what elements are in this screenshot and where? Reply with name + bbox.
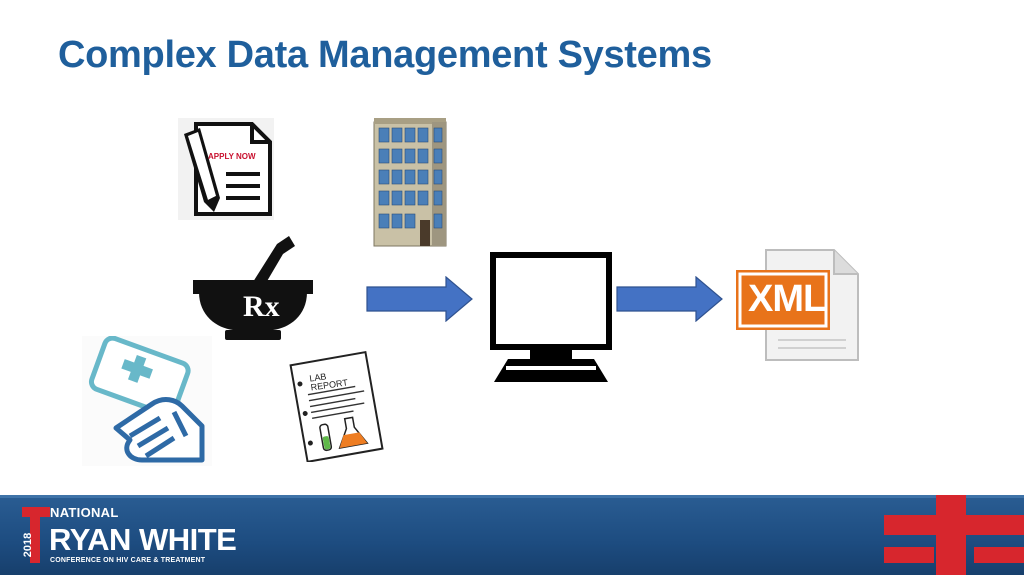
lab-report-icon: LAB REPORT [286, 348, 388, 463]
slide-title: Complex Data Management Systems [58, 34, 712, 76]
rx-label: Rx [243, 290, 280, 323]
corner-cross-icon [884, 495, 1024, 575]
arrow-right-icon [366, 275, 474, 323]
footer-stripe [0, 495, 1024, 498]
computer-monitor-icon [490, 252, 612, 384]
application-form-icon: APPLY NOW [178, 118, 274, 220]
logo-year: 2018 [22, 532, 34, 558]
building-icon [372, 116, 450, 248]
logo-subtitle: CONFERENCE ON HIV CARE & TREATMENT [50, 557, 206, 564]
logo-national: NATIONAL [50, 505, 119, 520]
insurance-card-icon [82, 335, 212, 466]
apply-now-label: APPLY NOW [208, 152, 256, 161]
arrow-right-icon [616, 275, 724, 323]
mortar-pestle-icon: Rx [193, 232, 317, 344]
xml-file-icon: XML [734, 248, 860, 362]
xml-label: XML [748, 278, 826, 320]
ryan-white-logo-mark-icon [22, 505, 50, 568]
logo-ryan-white: RYAN WHITE [49, 522, 237, 557]
footer-banner: 2018 NATIONAL RYAN WHITE CONFERENCE ON H… [0, 495, 1024, 575]
